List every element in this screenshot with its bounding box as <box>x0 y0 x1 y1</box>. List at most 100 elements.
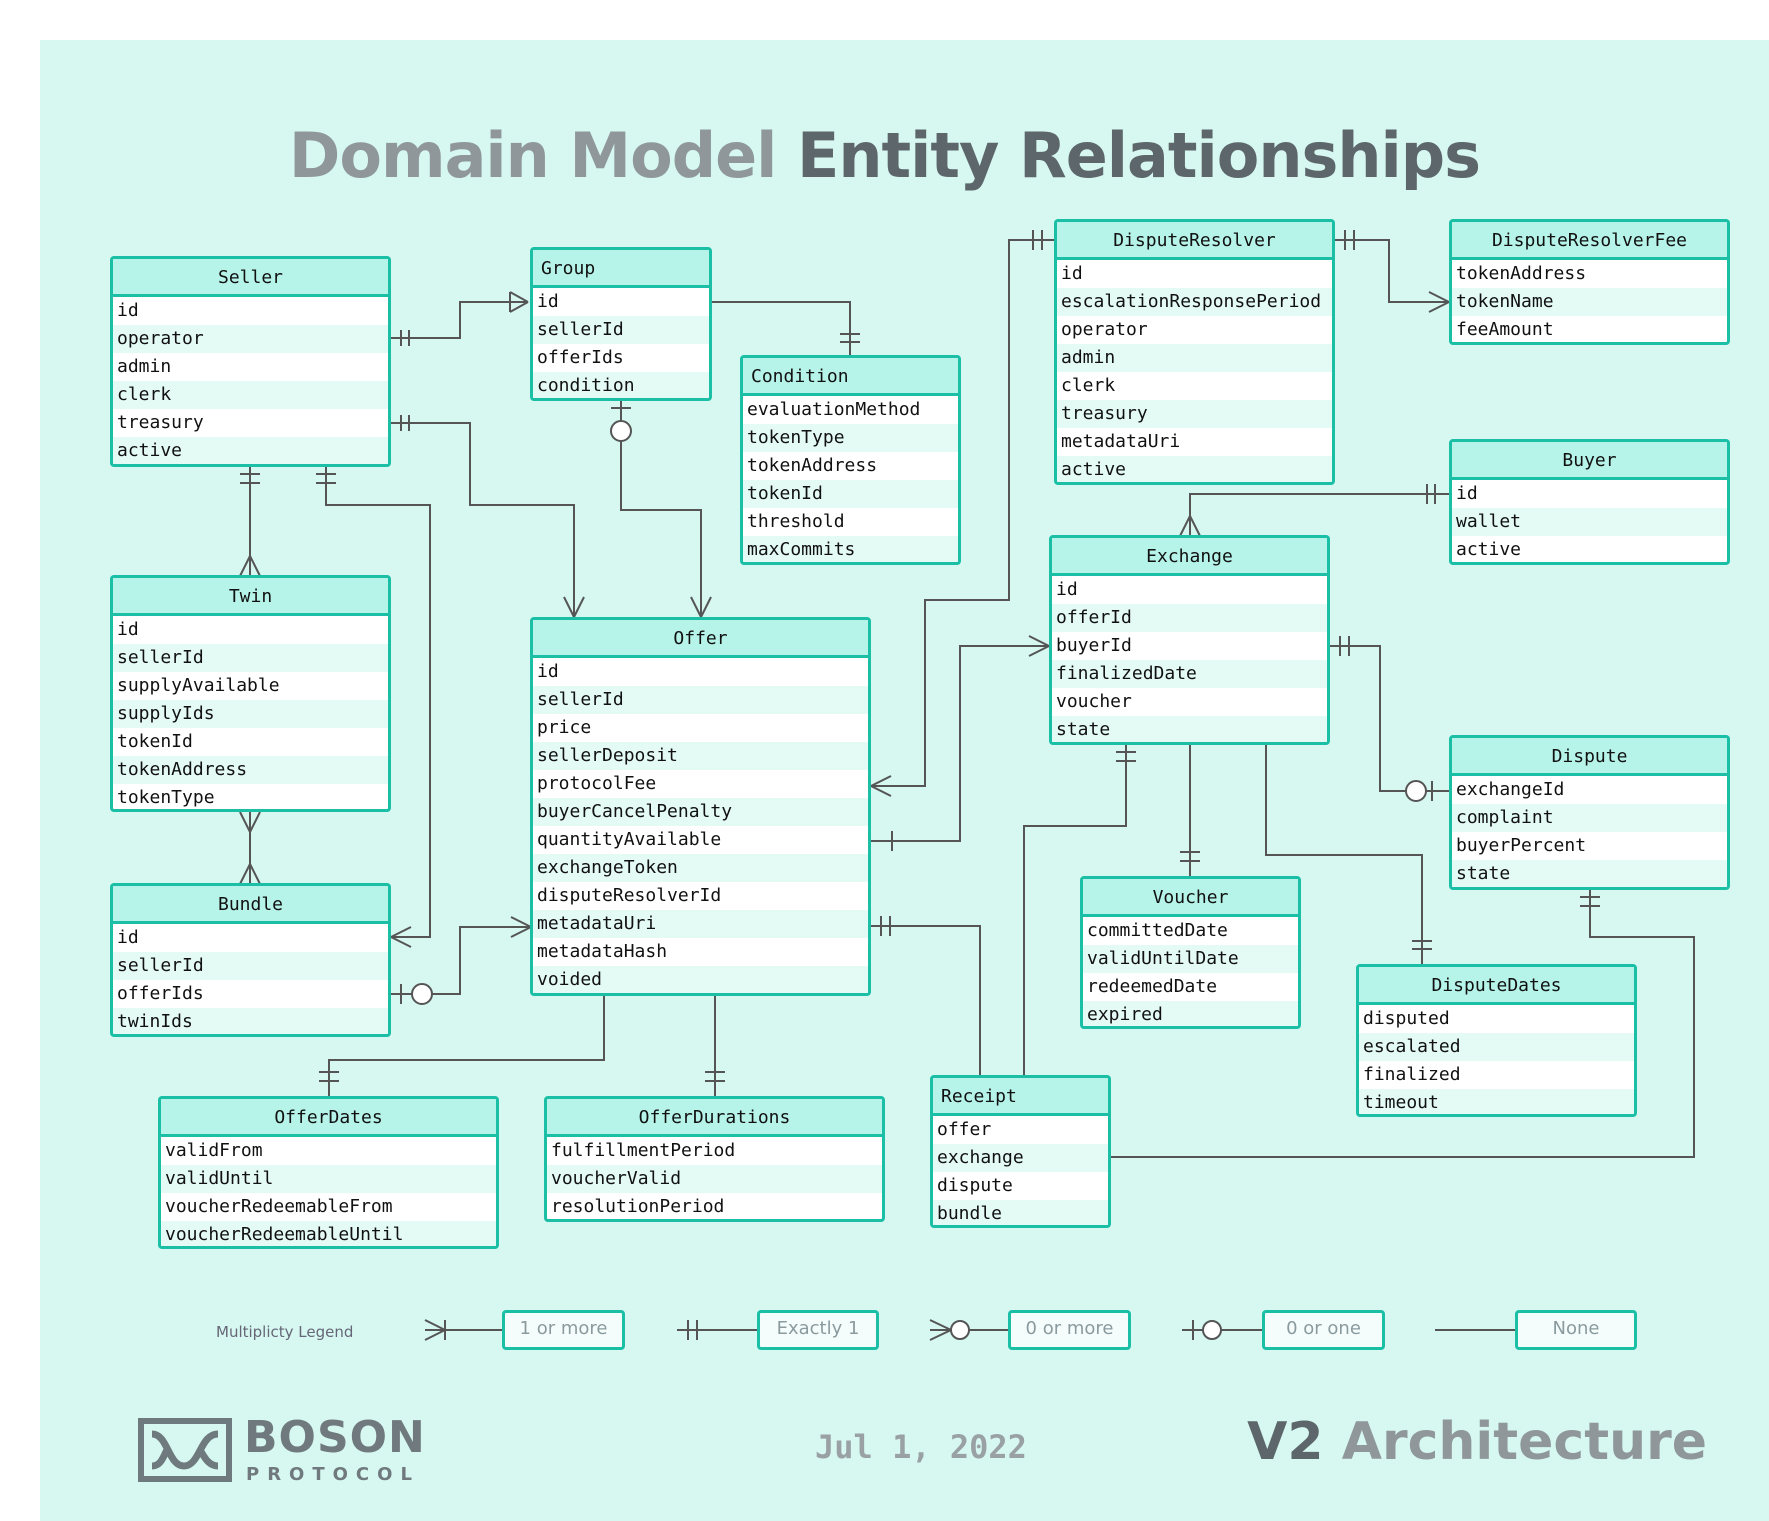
field: id <box>1061 263 1083 284</box>
field: offerIds <box>117 983 204 1004</box>
many-marker <box>239 863 261 885</box>
field: finalizedDate <box>1052 660 1327 688</box>
field: treasury <box>1057 400 1332 428</box>
field: redeemedDate <box>1087 976 1218 997</box>
entity-offer-dates[interactable]: OfferDates validFrom validUntil voucherR… <box>158 1096 499 1249</box>
field: metadataUri <box>533 910 868 938</box>
relation-seller-group <box>391 301 528 339</box>
field: operator <box>113 325 388 353</box>
legend-exactly-one-symbol <box>677 1320 757 1340</box>
entity-fields: disputed escalated finalized timeout <box>1359 1005 1634 1114</box>
field: committedDate <box>1087 920 1228 941</box>
entity-header: Twin <box>113 578 388 616</box>
field: supplyIds <box>113 700 388 728</box>
entity-offer-durations[interactable]: OfferDurations fulfillmentPeriod voucher… <box>544 1096 885 1222</box>
exactly-one-marker <box>840 333 860 343</box>
field: tokenId <box>117 731 193 752</box>
field: buyerPercent <box>1456 835 1587 856</box>
field: maxCommits <box>743 536 958 562</box>
entity-fields: id sellerId offerIds condition <box>533 288 709 398</box>
relation-dispute-receipt <box>1111 890 1695 1158</box>
exactly-one-marker <box>1580 896 1600 907</box>
exactly-one-marker <box>1180 851 1200 862</box>
relation-offer-exchange <box>871 645 1049 842</box>
exactly-one-marker <box>1412 940 1432 950</box>
entity-fields: id operator admin clerk treasury active <box>113 297 388 464</box>
entity-dispute-resolver[interactable]: DisputeResolver id escalationResponsePer… <box>1054 219 1335 485</box>
entity-receipt[interactable]: Receipt offer exchange dispute bundle <box>930 1075 1111 1228</box>
field: sellerId <box>113 644 388 672</box>
field: validFrom <box>165 1140 263 1161</box>
relation-group-condition <box>712 301 851 355</box>
entity-dispute[interactable]: Dispute exchangeId complaint buyerPercen… <box>1449 735 1730 890</box>
field: active <box>1456 539 1522 560</box>
entity-dispute-dates[interactable]: DisputeDates disputed escalated finalize… <box>1356 964 1637 1117</box>
entity-condition[interactable]: Condition evaluationMethod tokenType tok… <box>740 355 961 565</box>
entity-dispute-resolver-fee[interactable]: DisputeResolverFee tokenAddress tokenNam… <box>1449 219 1730 345</box>
architecture-title: V2 Architecture <box>1247 1412 1707 1472</box>
entity-fields: evaluationMethod tokenType tokenAddress … <box>743 396 958 562</box>
entity-voucher[interactable]: Voucher committedDate validUntilDate red… <box>1080 876 1301 1029</box>
field: voucherValid <box>547 1165 882 1193</box>
field: active <box>113 437 388 464</box>
relation-offer-receipt <box>871 925 981 1075</box>
exactly-one-marker <box>1344 230 1355 250</box>
field: tokenAddress <box>113 756 388 784</box>
relation-buyer-exchange <box>1189 493 1449 536</box>
field: buyerCancelPenalty <box>533 798 868 826</box>
field: state <box>1052 716 1327 742</box>
field: evaluationMethod <box>747 399 921 420</box>
field: sellerDeposit <box>533 742 868 770</box>
entity-fields: offer exchange dispute bundle <box>933 1116 1108 1225</box>
entity-offer[interactable]: Offer id sellerId price sellerDeposit pr… <box>530 617 871 996</box>
field: tokenType <box>117 787 215 808</box>
entity-header: Condition <box>743 358 958 396</box>
field: voucherRedeemableFrom <box>165 1196 393 1217</box>
many-marker <box>239 811 261 833</box>
entity-buyer[interactable]: Buyer id wallet active <box>1449 439 1730 565</box>
entity-header: Offer <box>533 620 868 658</box>
field: offer <box>937 1119 992 1140</box>
entity-group[interactable]: Group id sellerId offerIds condition <box>530 247 712 401</box>
brand-subtitle: PROTOCOL <box>246 1464 420 1485</box>
field: id <box>1456 483 1478 504</box>
field: tokenId <box>743 480 958 508</box>
zero-marker <box>610 420 632 442</box>
many-marker <box>1428 291 1450 313</box>
field: offerId <box>1052 604 1327 632</box>
field: protocolFee <box>537 773 657 794</box>
field: voucherRedeemableUntil <box>161 1221 496 1246</box>
field: treasury <box>117 412 204 433</box>
field: supplyAvailable <box>117 675 280 696</box>
field: id <box>537 291 559 312</box>
many-marker <box>390 926 412 948</box>
field: voucher <box>1056 691 1132 712</box>
field: validUntilDate <box>1083 945 1298 973</box>
exactly-one-marker <box>400 415 410 431</box>
entity-twin[interactable]: Twin id sellerId supplyAvailable supplyI… <box>110 575 391 812</box>
exactly-one-marker <box>240 473 260 484</box>
entity-fields: fulfillmentPeriod voucherValid resolutio… <box>547 1137 882 1219</box>
field: id <box>1056 579 1078 600</box>
field: fulfillmentPeriod <box>551 1140 736 1161</box>
field: offerIds <box>537 347 624 368</box>
entity-seller[interactable]: Seller id operator admin clerk treasury … <box>110 256 391 467</box>
entity-fields: id escalationResponsePeriod operator adm… <box>1057 260 1332 482</box>
field: sellerId <box>113 952 388 980</box>
entity-header: OfferDurations <box>547 1099 882 1137</box>
entity-header: Exchange <box>1052 538 1327 576</box>
many-marker <box>239 555 261 577</box>
field: admin <box>1057 344 1332 372</box>
relation-exchange-disputedates <box>1265 745 1423 964</box>
relation-seller-offer <box>391 422 575 617</box>
field: feeAmount <box>1456 319 1554 340</box>
exactly-one-marker <box>880 916 891 936</box>
entity-fields: id offerId buyerId finalizedDate voucher… <box>1052 576 1327 742</box>
entity-exchange[interactable]: Exchange id offerId buyerId finalizedDat… <box>1049 535 1330 745</box>
entity-bundle[interactable]: Bundle id sellerId offerIds twinIds <box>110 883 391 1037</box>
field: id <box>117 619 139 640</box>
field: metadataUri <box>1061 431 1181 452</box>
field: state <box>1452 860 1727 887</box>
exactly-one-marker <box>1426 484 1436 504</box>
